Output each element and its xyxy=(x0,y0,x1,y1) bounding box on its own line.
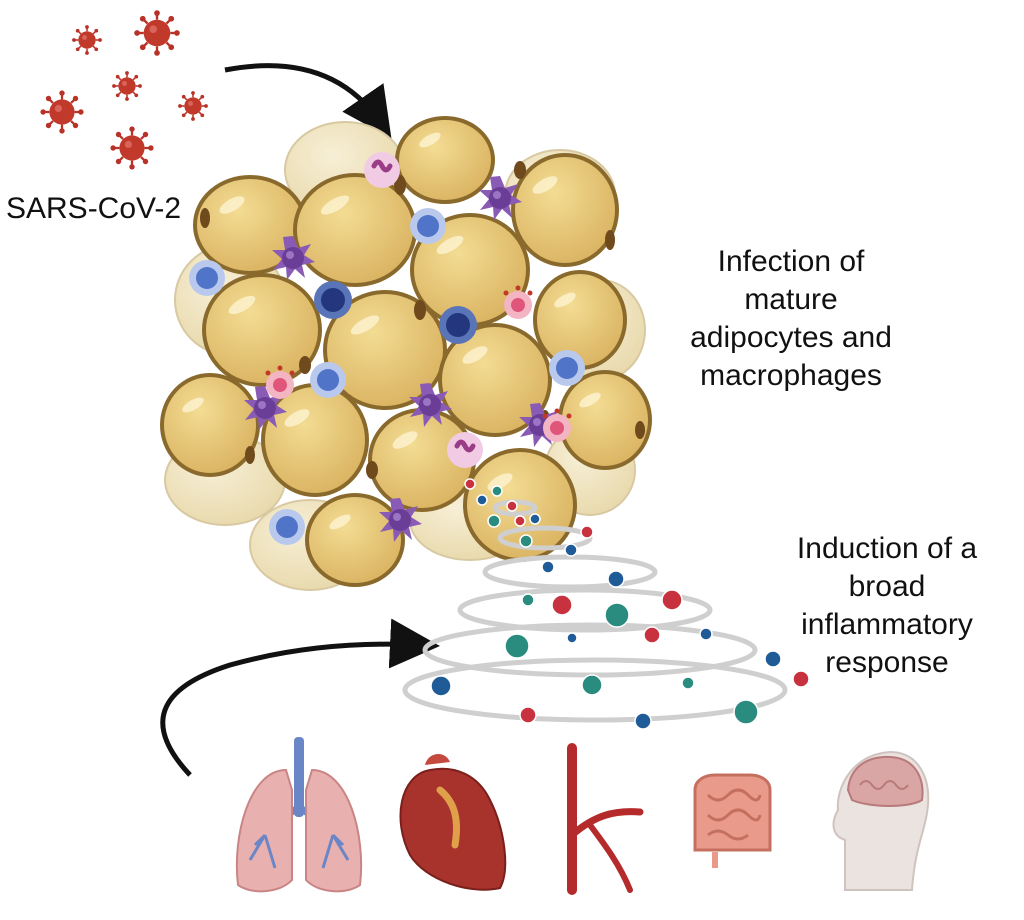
infection-label: Infection of mature adipocytes and macro… xyxy=(690,245,892,392)
cytokine-icon xyxy=(514,515,526,527)
virus-label: SARS-CoV-2 xyxy=(6,192,182,225)
cytokine-icon xyxy=(487,514,501,528)
virus-icon xyxy=(109,125,155,171)
virus-cluster xyxy=(39,9,209,171)
cytokine-icon xyxy=(564,543,578,557)
cytokine-icon xyxy=(464,478,476,490)
neutrophil-icon xyxy=(364,152,400,188)
head-brain-icon xyxy=(832,750,930,891)
cytokine-icon xyxy=(551,594,573,616)
cytokine-icon xyxy=(519,534,533,548)
cytokine-icon xyxy=(521,593,535,607)
cytokine-icon xyxy=(764,650,782,668)
cytokine-icon xyxy=(519,706,537,724)
cytokine-dots xyxy=(430,478,810,730)
cytokine-icon xyxy=(581,674,603,696)
systemic-arrow xyxy=(160,618,440,777)
cytokine-icon xyxy=(699,627,713,641)
cytokine-icon xyxy=(476,494,488,506)
cytokine-icon xyxy=(607,570,625,588)
virus-icon xyxy=(71,24,103,56)
infection-arrow xyxy=(224,63,392,139)
lymphocyte-icon xyxy=(269,509,305,545)
virus-icon xyxy=(133,9,181,57)
lymphocyte-icon xyxy=(549,350,585,386)
neutrophil-icon xyxy=(447,432,483,468)
cytokine-icon xyxy=(604,602,630,628)
cytokine-icon xyxy=(580,525,594,539)
intestine-icon xyxy=(693,773,772,868)
cytokine-icon xyxy=(566,632,578,644)
lungs-icon xyxy=(235,737,363,893)
lymphocyte-icon xyxy=(410,208,446,244)
inflammation-label: Induction of a broad inflammatory respon… xyxy=(796,532,978,679)
adipose-tissue xyxy=(160,116,652,591)
blood-vessel-icon xyxy=(567,743,644,895)
cytokine-icon xyxy=(792,670,810,688)
virus-icon xyxy=(111,70,143,102)
virus-icon xyxy=(177,90,209,122)
cytokine-icon xyxy=(430,675,452,697)
cytokine-icon xyxy=(541,560,555,574)
heart-icon xyxy=(399,754,507,891)
cytokine-icon xyxy=(504,633,530,659)
cytokine-icon xyxy=(634,712,652,730)
cytokine-icon xyxy=(506,500,518,512)
cytokine-icon xyxy=(661,589,683,611)
cytokine-icon xyxy=(681,676,695,690)
cytokine-icon xyxy=(491,485,503,497)
lymphocyte-icon xyxy=(189,260,225,296)
cytokine-icon xyxy=(733,699,759,725)
virus-icon xyxy=(39,89,85,135)
lymphocyte-icon xyxy=(439,306,477,344)
lymphocyte-icon xyxy=(310,362,346,398)
cytokine-icon xyxy=(643,626,661,644)
cytokine-icon xyxy=(529,513,541,525)
lymphocyte-icon xyxy=(314,281,352,319)
